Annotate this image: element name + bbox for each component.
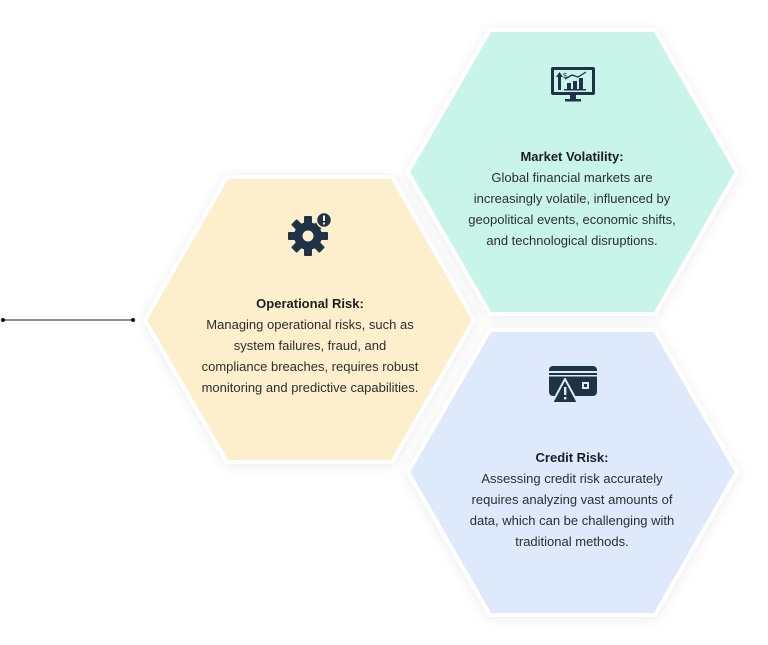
description-line: Managing operational risks, such as	[206, 317, 414, 332]
description-line: Assessing credit risk accurately	[481, 471, 663, 486]
monitor-chart-icon: $	[551, 67, 595, 102]
description-line: increasingly volatile, influenced by	[473, 191, 671, 206]
credit-risk-text: Credit Risk: Assessing credit risk accur…	[422, 447, 722, 552]
operational-risk-text: Operational Risk: Managing operational r…	[160, 293, 460, 398]
description-line: and technological disruptions.	[486, 233, 658, 248]
operational-risk-title: Operational Risk:	[256, 296, 364, 311]
market-volatility-text: Market Volatility: Global financial mark…	[422, 146, 722, 251]
description-line: data, which can be challenging with	[469, 513, 675, 528]
hexagon-market-volatility	[405, 28, 740, 316]
description-line: Global financial markets are	[491, 170, 653, 185]
credit-card-warning-icon	[549, 366, 597, 404]
description-line: geopolitical events, economic shifts,	[468, 212, 676, 227]
hexagon-credit-risk	[405, 328, 740, 617]
description-line: traditional methods.	[515, 534, 629, 549]
svg-text:$: $	[563, 73, 567, 80]
market-volatility-title: Market Volatility:	[520, 149, 624, 164]
description-line: requires analyzing vast amounts of	[471, 492, 673, 507]
description-line: system failures, fraud, and	[233, 338, 387, 353]
credit-risk-title: Credit Risk:	[535, 450, 609, 465]
connector-dot-right	[131, 318, 135, 322]
hexagon-operational-risk	[142, 175, 477, 464]
description-line: monitoring and predictive capabilities.	[201, 380, 419, 395]
connector-dot-left	[1, 318, 5, 322]
gear-alert-icon	[288, 212, 332, 256]
description-line: compliance breaches, requires robust	[201, 359, 419, 374]
